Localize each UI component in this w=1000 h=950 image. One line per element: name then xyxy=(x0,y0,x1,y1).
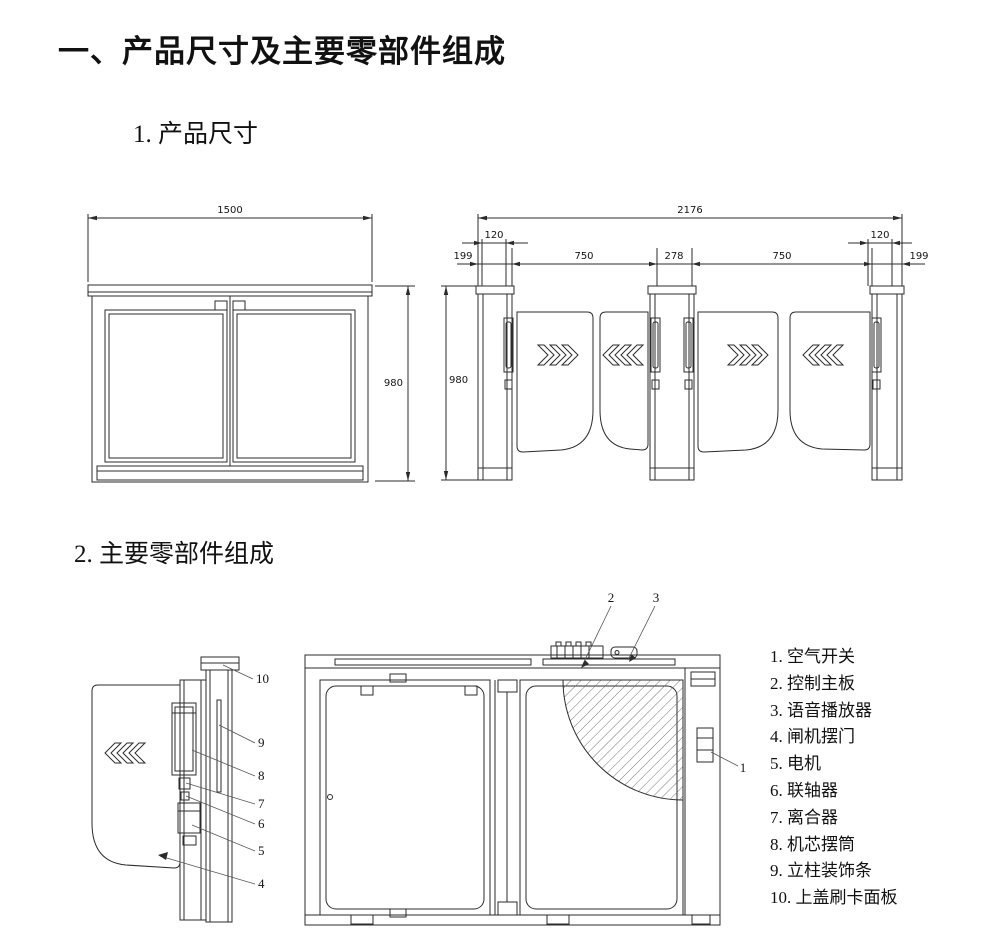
section-2-heading: 2. 主要零部件组成 xyxy=(74,541,275,568)
lane1-wings xyxy=(516,311,649,453)
right-post-label: 199 xyxy=(909,251,928,262)
control-board xyxy=(550,641,604,659)
front-height-dimension: 980 xyxy=(375,285,415,482)
left-door-panel xyxy=(319,673,491,918)
parts-list-item: 7. 离合器 xyxy=(770,807,838,827)
side-height-dimension: 980 xyxy=(441,285,478,481)
chevrons-right-icon xyxy=(728,345,768,365)
callout-leaders xyxy=(581,605,739,767)
parts-list-item: 5. 电机 xyxy=(770,754,821,774)
chevrons-right-icon xyxy=(538,345,578,365)
right-lane-label: 750 xyxy=(772,251,791,262)
center-post-label: 278 xyxy=(664,251,683,262)
right-cap-label: 120 xyxy=(870,230,889,241)
wing-panel xyxy=(91,684,181,869)
chevrons-left-icon xyxy=(803,345,843,365)
center-post xyxy=(647,285,697,481)
section-1-heading: 1. 产品尺寸 xyxy=(133,121,259,148)
front-height-label: 980 xyxy=(384,378,403,389)
callout-2: 2 xyxy=(608,590,615,605)
parts-list-item: 2. 控制主板 xyxy=(770,673,855,693)
hatched-swing-area xyxy=(562,679,684,801)
air-switch xyxy=(690,671,716,763)
lane-view-drawing: 2176 120 120 19 xyxy=(441,205,929,481)
side-height-label: 980 xyxy=(449,375,468,386)
parts-list: 1. 空气开关 2. 控制主板 3. 语音播放器 4. 闸机摆门 5. 电机 6… xyxy=(770,644,898,912)
overall-width-label: 2176 xyxy=(677,205,702,216)
cabinet-open-drawing: 2 3 1 xyxy=(304,590,747,926)
left-lane-label: 750 xyxy=(574,251,593,262)
callout-5: 5 xyxy=(258,843,265,858)
front-cabinet xyxy=(87,284,373,483)
cabinet-body xyxy=(304,654,721,926)
callout-numbers: 2 3 1 xyxy=(608,590,747,775)
callout-6: 6 xyxy=(258,816,265,831)
callout-8: 8 xyxy=(258,768,265,783)
wall-hole xyxy=(327,794,333,800)
parts-list-item: 10. 上盖刷卡面板 xyxy=(770,888,898,908)
chevrons-left-icon xyxy=(128,742,146,764)
chevrons-left-icon xyxy=(104,742,122,764)
front-view-drawing: 1500 980 xyxy=(87,205,415,483)
callout-leaders xyxy=(158,664,256,885)
callout-numbers: 10 9 8 7 6 5 4 xyxy=(256,671,269,891)
page-title: 一、产品尺寸及主要零部件组成 xyxy=(58,34,506,69)
parts-list-item: 6. 联轴器 xyxy=(770,780,838,800)
right-post xyxy=(869,285,905,481)
front-width-label: 1500 xyxy=(217,205,242,216)
segment-dimensions: 199 750 278 750 199 xyxy=(453,248,929,286)
left-cap-label: 120 xyxy=(484,230,503,241)
center-mullion xyxy=(494,679,521,916)
chevrons-left-icon xyxy=(116,742,134,764)
parts-list-item: 3. 语音播放器 xyxy=(770,700,872,720)
overall-width-dimension: 2176 xyxy=(477,205,903,286)
chevrons-left-icon xyxy=(603,345,643,365)
parts-list-item: 1. 空气开关 xyxy=(770,647,855,666)
parts-list-item: 8. 机芯摆筒 xyxy=(770,834,855,854)
left-post-label: 199 xyxy=(453,251,472,262)
callout-7: 7 xyxy=(258,796,265,811)
callout-4: 4 xyxy=(258,876,265,891)
lane2-wings xyxy=(697,311,871,453)
parts-list-item: 9. 立柱装饰条 xyxy=(770,861,872,881)
callout-10: 10 xyxy=(256,671,269,686)
parts-list-item: 4. 闸机摆门 xyxy=(770,727,855,747)
callout-9: 9 xyxy=(258,735,265,750)
bottom-feet xyxy=(350,914,711,925)
post-side-drawing: 10 9 8 7 6 5 4 xyxy=(91,656,269,923)
post-side-structure xyxy=(171,656,240,923)
callout-3: 3 xyxy=(653,590,660,605)
left-post xyxy=(475,285,515,481)
callout-1: 1 xyxy=(740,760,747,775)
front-width-dimension: 1500 xyxy=(87,205,373,282)
voice-player xyxy=(610,646,638,659)
cap-width-dimensions: 120 120 xyxy=(462,230,912,286)
